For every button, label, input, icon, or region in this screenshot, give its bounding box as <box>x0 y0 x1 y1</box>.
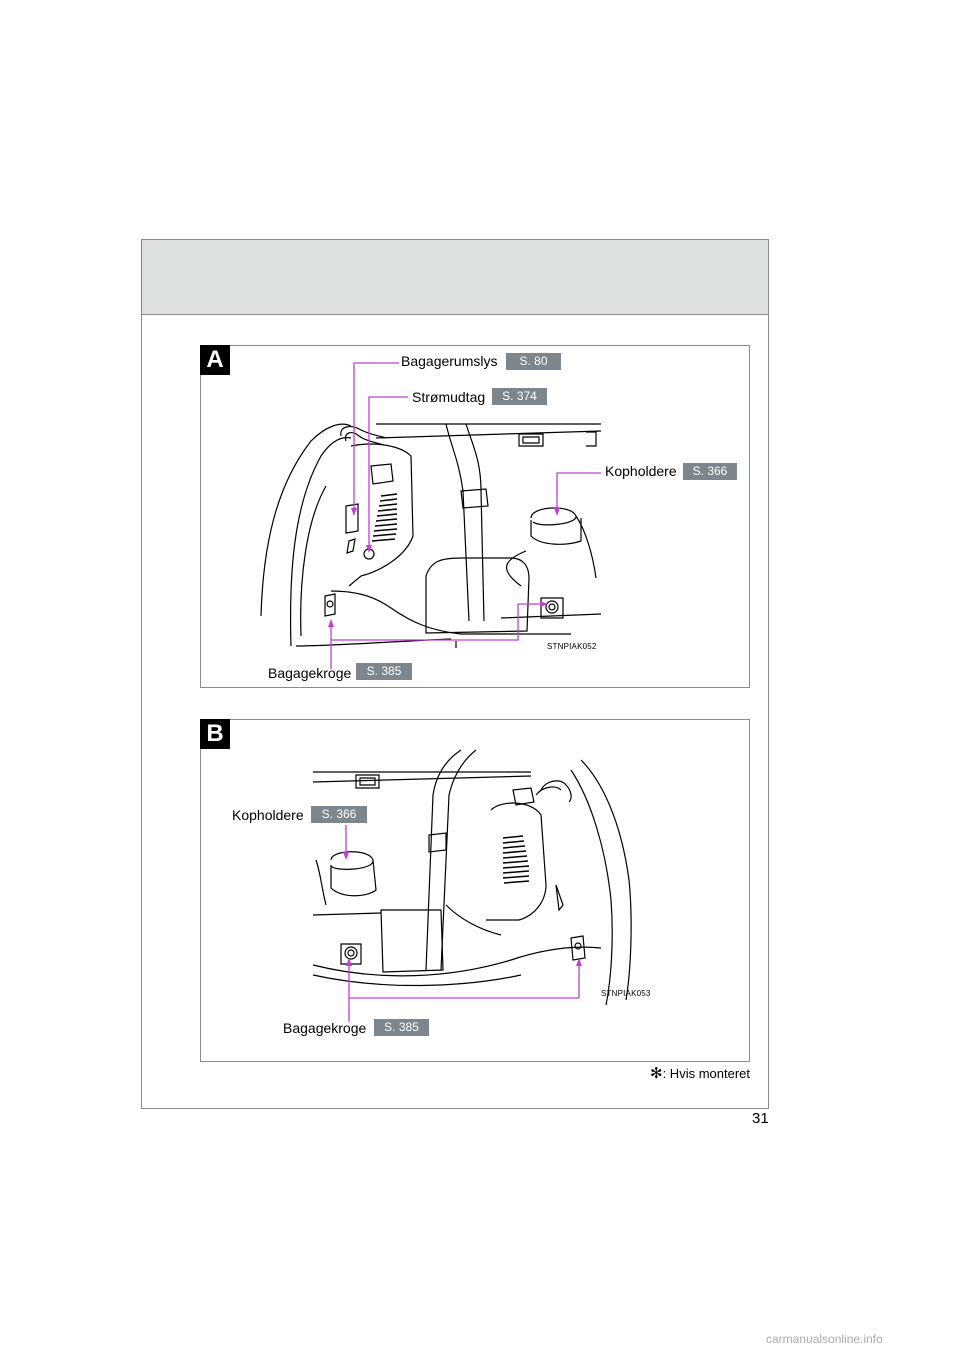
image-code-b: STNPIAK053 <box>601 989 651 998</box>
ref-kopholdere-b[interactable]: S. 366 <box>311 806 367 823</box>
panel-a: A <box>200 345 750 688</box>
ref-bagagekroge-a[interactable]: S. 385 <box>356 663 412 680</box>
watermark: carmanualsonline.info <box>766 1332 883 1346</box>
ref-bagagekroge-b[interactable]: S. 385 <box>374 1019 429 1036</box>
footnote: ✻: Hvis monteret <box>650 1064 750 1082</box>
panel-a-tag: A <box>200 345 230 375</box>
ref-stromudtag[interactable]: S. 374 <box>492 388 547 405</box>
panel-b: B <box>200 719 750 1062</box>
image-code-a: STNPIAK052 <box>547 642 597 651</box>
footnote-text: : Hvis monteret <box>662 1066 750 1081</box>
label-stromudtag: Strømudtag <box>412 389 486 405</box>
label-bagagerumslys: Bagagerumslys <box>401 353 498 369</box>
label-bagagekroge-a: Bagagekroge <box>268 665 352 681</box>
trunk-illustration-a <box>260 362 602 669</box>
trunk-illustration-b <box>312 749 632 1022</box>
label-bagagekroge-b: Bagagekroge <box>283 1020 367 1036</box>
asterisk-icon: ✻ <box>650 1065 663 1082</box>
ref-kopholdere-a[interactable]: S. 366 <box>683 463 737 480</box>
page-number: 31 <box>752 1110 769 1127</box>
label-kopholdere-a: Kopholdere <box>605 463 677 479</box>
label-kopholdere-b: Kopholdere <box>232 807 304 823</box>
header-band <box>142 240 768 315</box>
panel-b-tag: B <box>200 719 230 749</box>
page-frame <box>141 239 769 1109</box>
ref-bagagerumslys[interactable]: S. 80 <box>506 353 561 370</box>
